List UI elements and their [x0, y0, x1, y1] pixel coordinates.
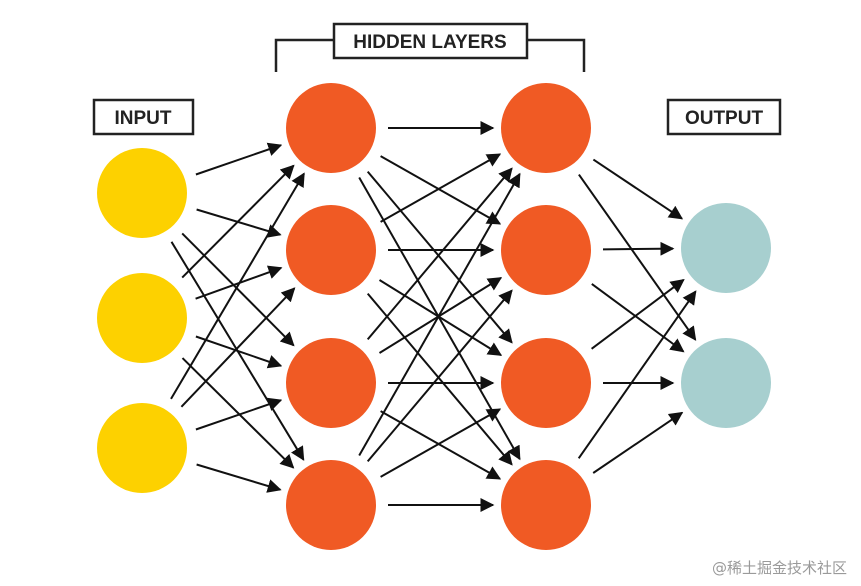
- connection-arrow: [366, 167, 513, 341]
- connection-arrow: [181, 232, 295, 347]
- connection-arrow: [577, 290, 697, 459]
- hidden-1-node: [286, 338, 376, 428]
- hidden-2-node: [501, 460, 591, 550]
- connection-arrow: [380, 153, 502, 223]
- input-node: [97, 273, 187, 363]
- connection-arrow: [195, 142, 283, 176]
- connection-arrow: [366, 289, 513, 463]
- connection-arrow: [196, 463, 282, 493]
- connection-arrow: [180, 287, 296, 408]
- hidden-layers-label-box: HIDDEN LAYERS: [274, 22, 586, 72]
- connection-arrow: [358, 172, 521, 456]
- connection-arrow: [378, 279, 503, 356]
- connection-arrow: [181, 164, 295, 279]
- input-node: [97, 148, 187, 238]
- hidden-2-node: [501, 205, 591, 295]
- connection-arrow: [590, 278, 685, 350]
- connection-arrow: [578, 174, 697, 341]
- connection-arrow: [181, 357, 295, 469]
- input-node: [97, 403, 187, 493]
- hidden-layers-bracket: [274, 38, 586, 72]
- hidden-2-node: [501, 338, 591, 428]
- output-label: OUTPUT: [685, 108, 764, 129]
- connection-arrow: [170, 172, 305, 400]
- connection-arrow: [380, 155, 502, 225]
- neurons: [97, 83, 771, 550]
- output-label-box: OUTPUT: [666, 98, 782, 136]
- connection-arrow: [195, 335, 283, 369]
- hidden-1-node: [286, 83, 376, 173]
- hidden-1-node: [286, 205, 376, 295]
- input-label: INPUT: [115, 108, 172, 129]
- connection-arrow: [592, 411, 684, 474]
- output-node: [681, 338, 771, 428]
- hidden-2-node: [501, 83, 591, 173]
- connections: [170, 121, 697, 512]
- connection-arrow: [592, 158, 684, 220]
- connection-arrow: [366, 170, 513, 344]
- connection-arrow: [380, 410, 502, 480]
- connection-arrow: [380, 408, 502, 478]
- connection-arrow: [591, 283, 685, 353]
- watermark: @稀土掘金技术社区: [711, 559, 847, 577]
- connection-arrow: [195, 397, 283, 431]
- input-label-box: INPUT: [92, 98, 195, 136]
- hidden-1-node: [286, 460, 376, 550]
- output-node: [681, 203, 771, 293]
- hidden-layers-label: HIDDEN LAYERS: [353, 32, 506, 53]
- connection-arrow: [602, 241, 675, 256]
- connection-arrow: [366, 292, 513, 466]
